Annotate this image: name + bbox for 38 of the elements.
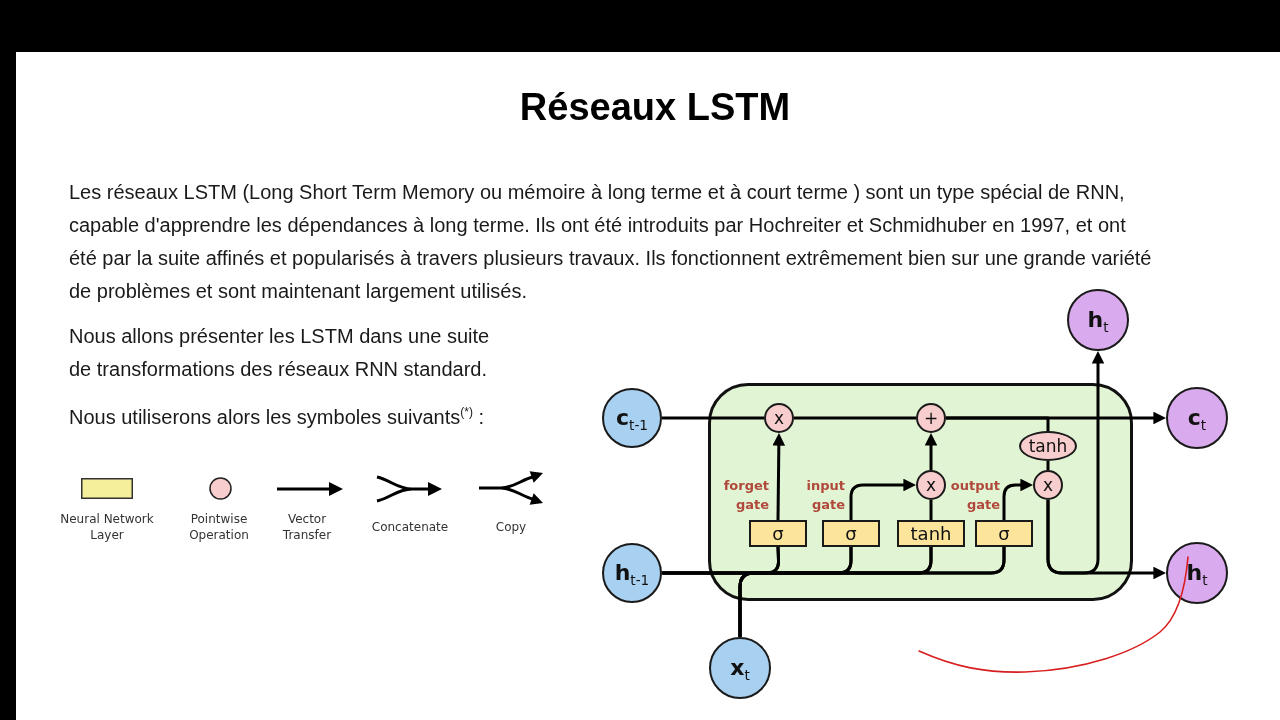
gate-label: output gate [949,477,1000,514]
pointwise-operation-circle: x [764,403,794,433]
arrow [924,433,938,470]
output-circle: h$_{t}$ [1067,289,1129,351]
connector-line [662,416,764,420]
slide-title: Réseaux LSTM [518,85,792,130]
arrow [1002,478,1033,520]
body-text: Nous utiliserons alors les symboles suivants$^{(*)}$ : [69,403,486,430]
arrow [849,478,916,520]
connector-line [929,500,933,520]
pointwise-operation-circle: x [1033,470,1063,500]
legend-label: Vector Transfer [281,511,333,543]
body-text: Nous allons présenter les LSTM dans une suite de transformations des réseaux RNN standard. [69,324,491,382]
neural-network-layer: tanh [897,520,965,547]
legend-label: Copy [494,519,528,535]
input-circle: x$_{t}$ [709,637,771,699]
pointwise-operation-circle: x [916,470,946,500]
connector-line [946,416,1050,431]
gate-label: input gate [805,477,845,514]
pointwise-operation-ellipse: tanh [1019,431,1077,461]
input-circle: h$_{t-1}$ [602,543,662,603]
connector-line [1046,461,1050,470]
connector-line [738,547,1006,637]
legend-label: Neural Network Layer [59,511,155,543]
lstm-cell [708,383,1133,601]
legend-label: Pointwise Operation [188,511,250,543]
arrow [772,433,786,520]
gate-label: forget gate [722,477,769,514]
output-circle: h$_{t}$ [1166,542,1228,604]
arrow [1046,351,1105,575]
connector-line [794,416,916,420]
neural-network-layer: σ [822,520,880,547]
neural-network-layer: σ [975,520,1033,547]
legend-label: Concatenate [370,519,450,535]
pointwise-operation-circle: + [916,403,946,433]
neural-network-layer: σ [749,520,807,547]
input-circle: c$_{t-1}$ [602,388,662,448]
output-circle: c$_{t}$ [1166,387,1228,449]
